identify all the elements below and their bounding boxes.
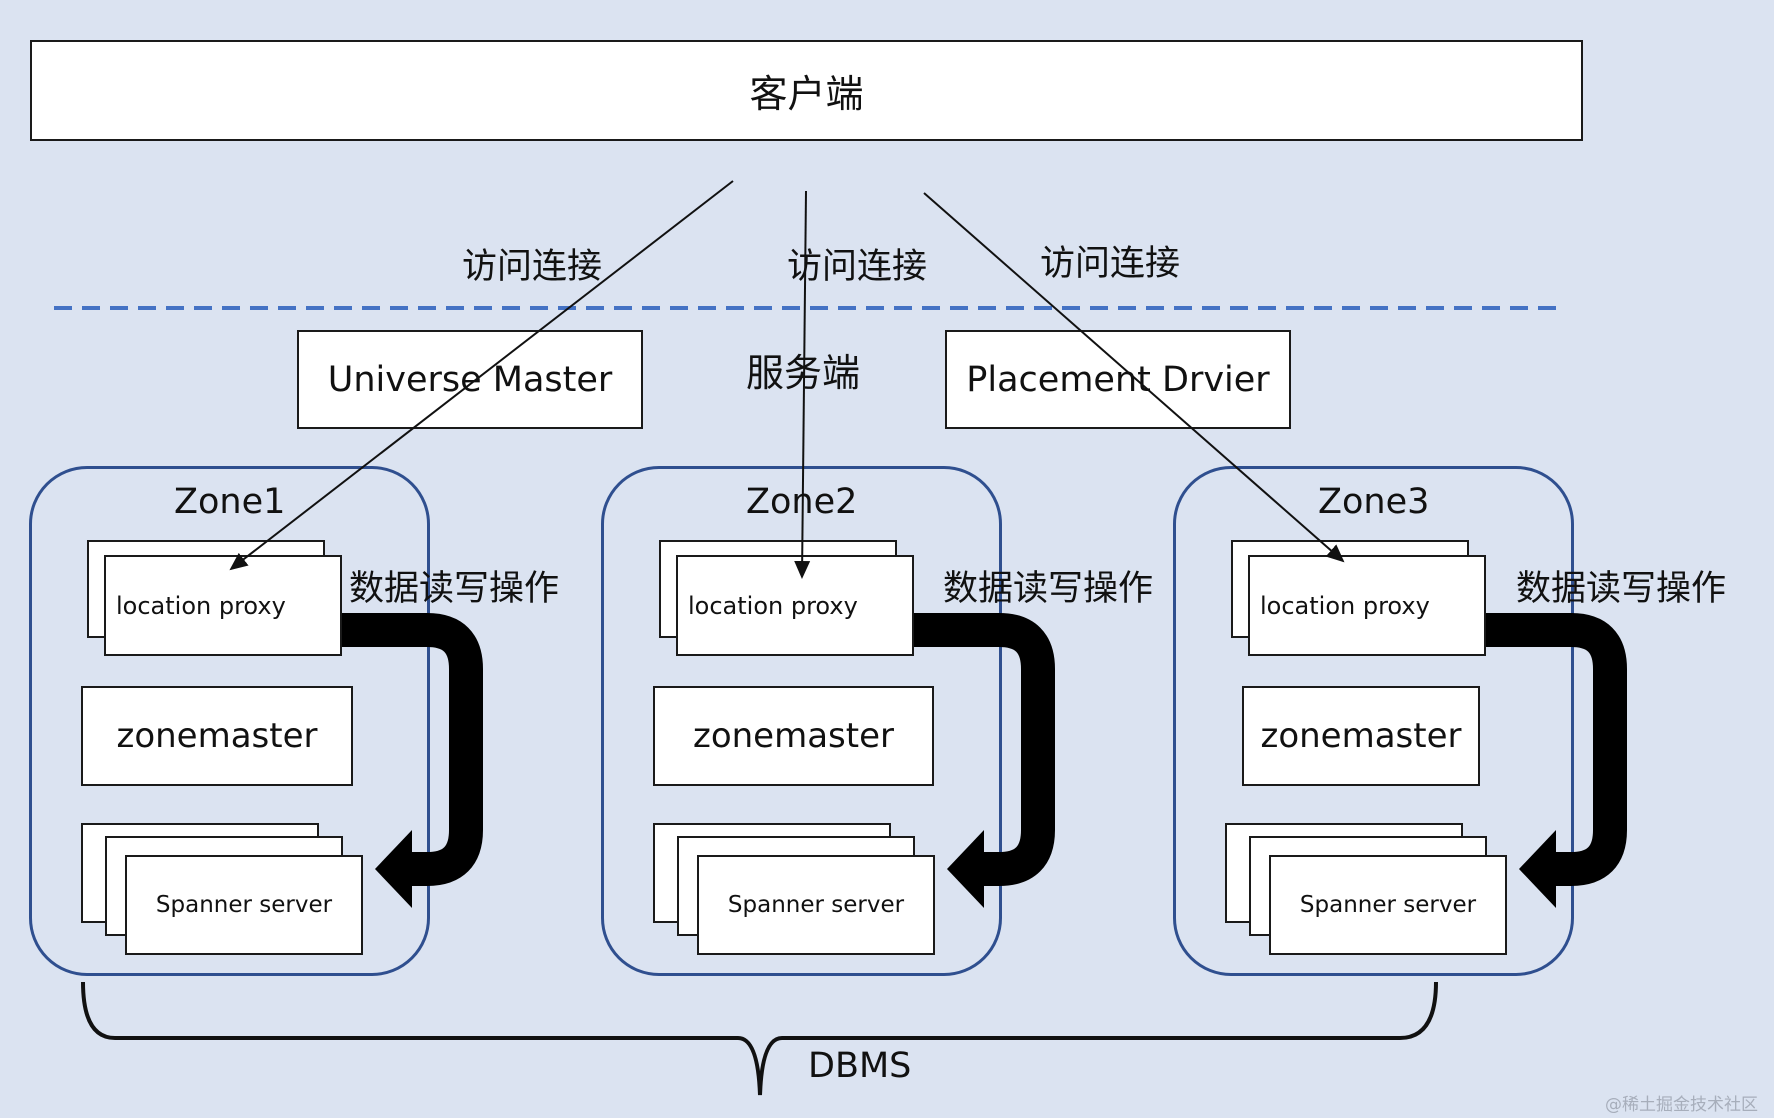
universe-master-label: Universe Master — [327, 359, 613, 400]
zone-2-server-box: Spanner server — [697, 855, 935, 955]
access-label-1: 访问连接 — [462, 247, 603, 287]
zone-1-master-box: zonemaster — [81, 686, 353, 786]
zone-1-proxy-label: location proxy — [116, 591, 286, 620]
zone-2-server-label: Spanner server — [727, 892, 905, 918]
zone-2 — [601, 466, 1002, 976]
placement-driver-label: Placement Drvier — [966, 359, 1270, 400]
access-label-3: 访问连接 — [1040, 244, 1181, 284]
zone-2-master-label: zonemaster — [692, 716, 894, 756]
watermark: @稀土掘金技术社区 — [1605, 1095, 1758, 1115]
zone-2-master-box: zonemaster — [653, 686, 934, 786]
zone-3-title: Zone3 — [1318, 482, 1430, 522]
access-arrow-2 — [794, 190, 811, 579]
zone-2-proxy-label: location proxy — [688, 591, 858, 620]
access-arrow-3 — [923, 192, 1345, 563]
zone-2-op-label: 数据读写操作 — [943, 569, 1154, 609]
zone-1-op-label: 数据读写操作 — [349, 569, 560, 609]
zone-1 — [29, 466, 430, 976]
access-label-2: 访问连接 — [787, 247, 928, 287]
zone-3-master-label: zonemaster — [1260, 716, 1462, 756]
zone-2-data-arrow — [914, 613, 1055, 908]
zone-3-server-label: Spanner server — [1299, 892, 1477, 918]
zone-3-proxy-label: location proxy — [1260, 591, 1430, 620]
zone-3-op-label: 数据读写操作 — [1516, 569, 1727, 609]
zone-3 — [1173, 466, 1574, 976]
zone-3-server-box: Spanner server — [1269, 855, 1507, 955]
zone-1-server-box: Spanner server — [125, 855, 363, 955]
dbms-label: DBMS — [808, 1046, 912, 1086]
zone-3-proxy-box: location proxy — [1248, 555, 1486, 656]
universe-master-box: Universe Master — [297, 330, 643, 429]
zone-1-master-label: zonemaster — [116, 716, 318, 756]
zone-1-data-arrow — [342, 613, 483, 908]
client-label: 客户端 — [749, 72, 864, 116]
zone-3-data-arrow — [1486, 613, 1627, 908]
zone-1-proxy-box: location proxy — [104, 555, 342, 656]
zone-1-title: Zone1 — [174, 482, 286, 522]
dbms-brace — [81, 981, 1438, 1096]
zone-3-master-box: zonemaster — [1242, 686, 1480, 786]
access-arrow-1 — [229, 180, 734, 571]
client-box: 客户端 — [30, 40, 1583, 141]
placement-driver-box: Placement Drvier — [945, 330, 1291, 429]
zone-1-server-label: Spanner server — [155, 892, 333, 918]
